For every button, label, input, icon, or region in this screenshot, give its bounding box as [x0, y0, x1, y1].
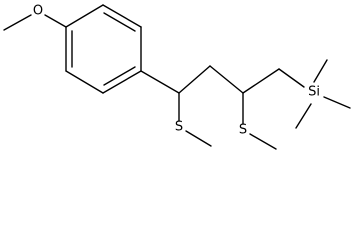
silicon-atom-label: Si: [308, 85, 320, 100]
methylthio-group-2: [242, 92, 277, 150]
bond-c4-silicon: [278, 68, 305, 88]
ring-bond-1: [102, 4, 142, 28]
structure-diagram: O S S Si: [3, 4, 351, 150]
bond-silicon-methyl-top: [313, 59, 328, 83]
bond-ring-oxygen: [44, 14, 67, 28]
ring-bond-3: [102, 70, 142, 94]
bond-oxygen-methyl: [3, 14, 32, 31]
bond-c1-c2: [178, 65, 211, 94]
bond-sulfur-methyl-2: [249, 133, 277, 150]
bond-c3-c4: [242, 68, 280, 94]
bond-silicon-methyl-right: [323, 96, 351, 109]
benzene-ring: [65, 4, 142, 94]
bond-sulfur-methyl-1: [185, 130, 212, 147]
molecule-structure: O S S Si: [3, 4, 351, 150]
methoxy-group: [3, 14, 67, 31]
ring-double-bond-1: [103, 12, 136, 32]
alkyl-chain: [140, 65, 305, 94]
ring-bond-6: [65, 4, 104, 28]
bond-ring-c1: [140, 70, 180, 94]
bond-c2-c3: [209, 65, 244, 94]
sulfur-atom-label-1: S: [175, 120, 183, 135]
sulfur-atom-label-2: S: [239, 123, 247, 138]
ring-bond-4: [65, 70, 104, 94]
oxygen-atom-label: O: [33, 4, 43, 19]
trimethylsilyl-group: [295, 59, 351, 129]
ring-double-bond-2: [103, 66, 136, 86]
methylthio-group-1: [178, 92, 212, 147]
bond-silicon-methyl-bottom: [295, 103, 312, 129]
